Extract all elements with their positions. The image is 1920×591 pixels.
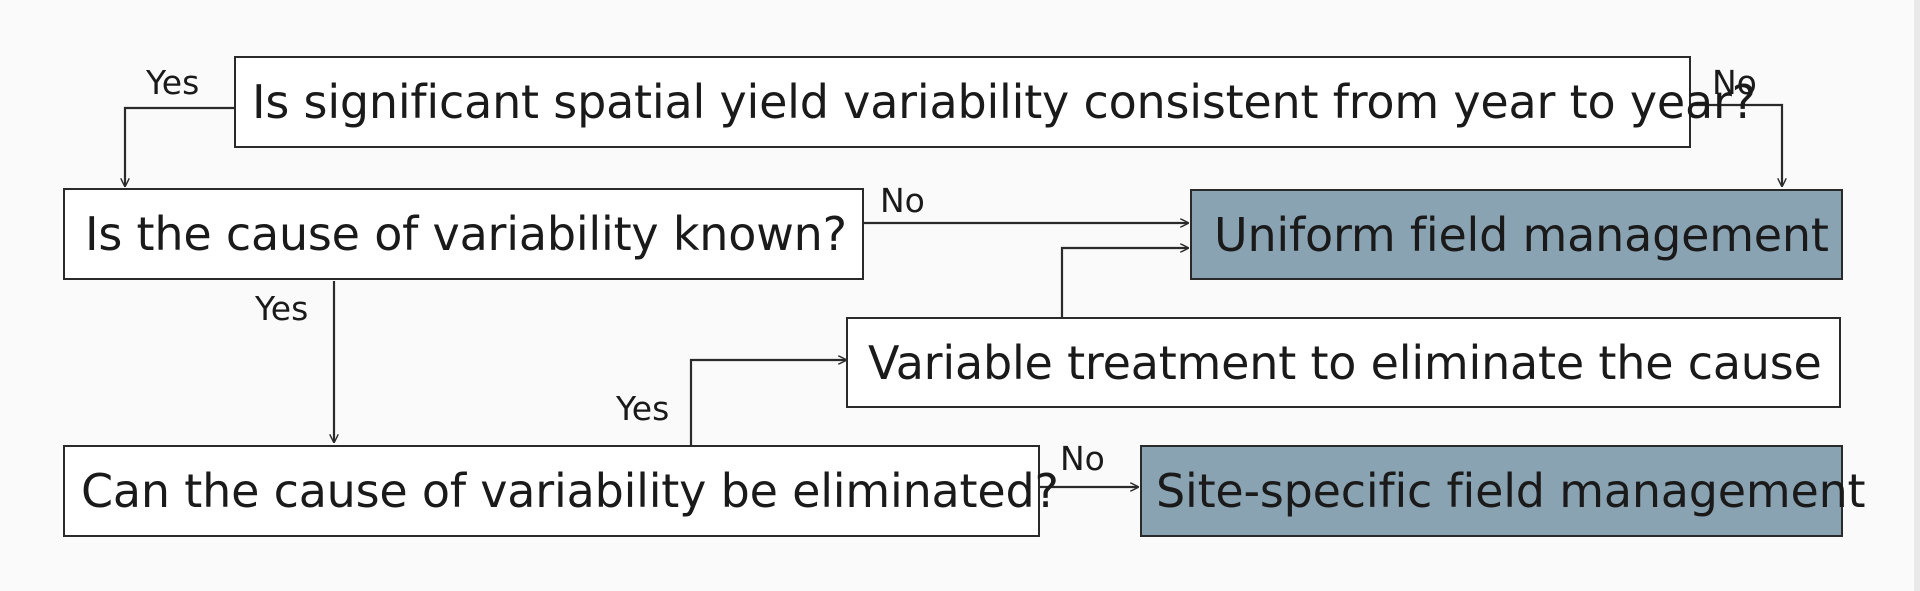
edge-label-q2-yes: Yes bbox=[255, 289, 309, 328]
connector-q1-no bbox=[1690, 103, 1782, 186]
action-box-variable-treatment: Variable treatment to eliminate the caus… bbox=[846, 317, 1841, 408]
edge-label-q3-yes: Yes bbox=[616, 389, 670, 428]
decision-text-cause-known: Is the cause of variability known? bbox=[85, 207, 847, 261]
decision-box-cause-eliminated: Can the cause of variability be eliminat… bbox=[63, 445, 1059, 537]
decision-box-consistent-variability: Is significant spatial yield variability… bbox=[234, 56, 1756, 148]
edge-label-q1-no: No bbox=[1712, 63, 1757, 102]
outcome-text-uniform-management: Uniform field management bbox=[1214, 207, 1829, 262]
edge-label-q1-yes: Yes bbox=[146, 63, 200, 102]
action-text-variable-treatment: Variable treatment to eliminate the caus… bbox=[868, 335, 1822, 390]
window-edge bbox=[1914, 0, 1920, 591]
decision-text-cause-eliminated: Can the cause of variability be eliminat… bbox=[81, 464, 1059, 518]
outcome-box-uniform-management: Uniform field management bbox=[1190, 189, 1843, 280]
decision-text-consistent-variability: Is significant spatial yield variability… bbox=[252, 75, 1756, 129]
connector-treatment-uniform bbox=[1060, 248, 1188, 317]
connector-q3-yes bbox=[689, 360, 846, 445]
connector-q1-yes bbox=[125, 106, 235, 186]
edge-label-q3-no: No bbox=[1060, 439, 1105, 478]
edge-label-q2-no: No bbox=[880, 181, 925, 220]
decision-box-cause-known: Is the cause of variability known? bbox=[63, 188, 864, 280]
outcome-box-site-specific-management: Site-specific field management bbox=[1140, 445, 1866, 537]
outcome-text-site-specific-management: Site-specific field management bbox=[1156, 464, 1866, 518]
